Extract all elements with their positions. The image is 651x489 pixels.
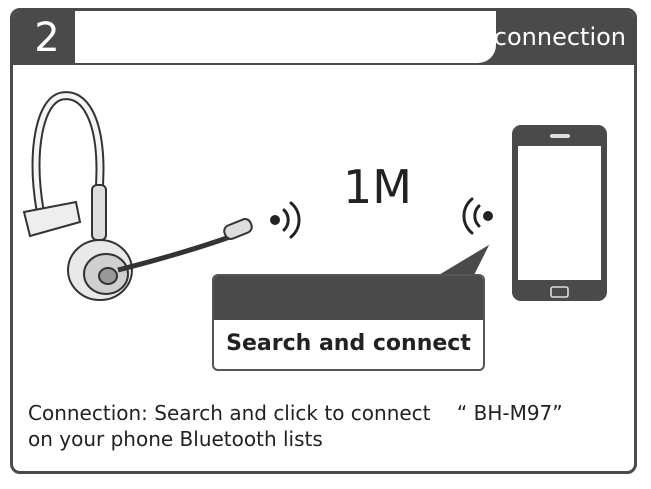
step-number: 2 [34,15,60,61]
signal-waves-icon-right [462,197,493,235]
search-callout: Search and connect [212,274,485,371]
callout-header-bar [214,276,483,320]
section-label: connection [493,23,626,51]
smartphone-icon [512,125,607,301]
signal-waves-icon [270,201,301,239]
instruction-line-1: Connection: Search and click to connect … [28,401,563,425]
header-spacer [75,11,496,63]
callout-text: Search and connect [226,331,471,356]
instruction-text: Connection: Search and click to connect … [28,400,618,452]
distance-label: 1M [343,160,412,214]
instruction-line-2: on your phone Bluetooth lists [28,427,323,451]
headset-icon [22,91,253,301]
